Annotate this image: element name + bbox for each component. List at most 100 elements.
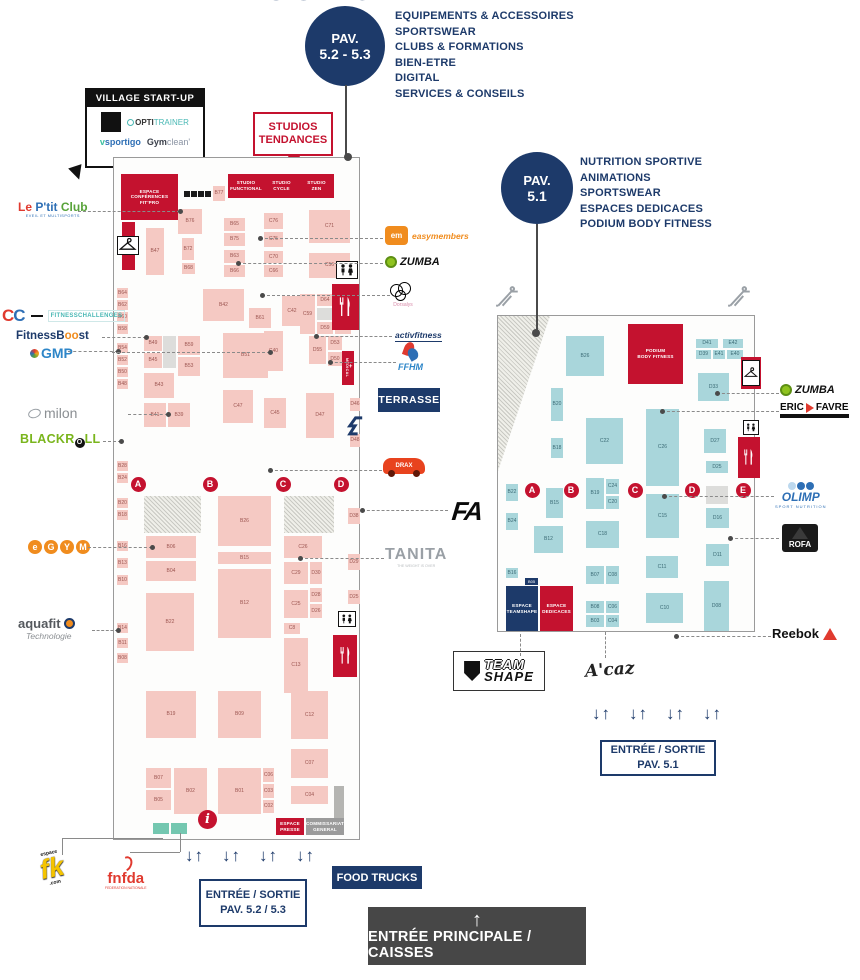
reebok-logo: Reebok [772,626,837,641]
booth-e42: E42 [723,339,743,348]
booth-b52: B52 [117,355,128,365]
booth-label: B26 [240,517,249,524]
sportigo-logo: vsportigo [99,137,141,147]
booth-label: C20 [607,499,618,505]
leader-line [128,414,168,415]
booth-b12: B12 [218,569,271,638]
booth-label: C06 [263,771,274,778]
leader-line [664,496,774,497]
booth-c06: C06 [606,601,619,613]
line-end-dot [165,411,171,417]
booth-label: D48 [350,437,360,443]
booth-label: C07 [304,760,315,766]
block-label: DEDICACES [542,608,571,614]
booth-label: B19 [590,490,600,496]
booth-label: D11 [713,551,722,558]
category-label: SPORTSWEAR [580,187,661,199]
block-label: PODIUM [645,348,666,354]
gmp-icon [30,348,39,358]
aisle-letter-B: B [202,476,218,492]
pav-badge-line2: 5.2 - 5.3 [319,45,371,62]
booth-label: C02 [263,803,274,809]
block-label: STUDIO [307,180,326,186]
booth-label: C03 [263,787,274,794]
pav-badge-line1: PAV. [331,30,359,46]
aisle-letter-E: E [735,482,751,498]
aquafit-icon [63,618,75,629]
leader-line [536,224,538,333]
booth [184,191,190,197]
page-title: PLAN DETAILLE DU SALON [16,0,416,9]
booth-label: B54 [118,344,127,351]
booth-b15: B15 [218,552,271,564]
booth-label: B22 [507,489,517,495]
booth-label: C56 [324,262,335,268]
booth [706,486,728,504]
block-label: FIT'PRO [139,199,160,205]
booth-d48: D48 [350,434,360,447]
booth-label: C24 [607,483,618,489]
entrance-arrows-icon: ↓↑ [296,846,315,865]
line-end-dot [115,348,121,354]
hanger-icon [117,236,139,255]
zumba-ball-icon [385,256,397,268]
booth-label: B20 [552,401,562,407]
booth-b42: B42 [203,289,244,321]
booth-d11: D11 [706,544,729,566]
booth-label: C42 [287,307,297,314]
booth-b04: B04 [146,561,196,581]
booth-label: B09 [235,711,244,717]
booth-b01: B01 [218,768,261,814]
booth-c75: C75 [264,232,283,247]
booth [153,823,169,834]
eric-favre-arrow-icon [805,402,814,413]
booth-d39: D39 [696,350,711,359]
booth-label: C70 [268,253,279,260]
milon-ring-icon [26,406,43,420]
booth-label: E41 [714,351,724,357]
booth-label: B63 [230,253,239,259]
entrance-arrows-icon: ↓↑ [629,704,648,723]
pav-5-2-5-3-badge: PAV. 5.2 - 5.3 [305,6,385,86]
booth-label: D25 [712,463,722,470]
block-label: ESPACE [280,820,300,826]
aisle-letter-A: A [130,476,146,492]
block-label: CYCLE [273,186,290,191]
entrance-pav-5-1: ENTRÉE / SORTIE PAV. 5.1 [600,740,716,776]
ffhm-logo: FFHM [398,340,423,372]
hatched-area [284,496,334,533]
booth-b16: B16 [506,568,518,578]
booth-label: B08 [118,654,127,661]
wc-icon [743,420,759,435]
line-end-dot [327,359,333,365]
block-label: ESPACE [546,602,567,608]
leader-line [362,510,448,511]
booth-c42: C42 [282,296,302,326]
category-label: NUTRITION SPORTIVE [580,156,703,168]
booth-label: C22 [599,437,610,444]
booth-c29: C29 [284,562,308,584]
fa-logo: FA [450,496,483,526]
booth-d16: D16 [706,508,729,528]
studios-tendances-bubble: STUDIOS TENDANCES [253,112,333,156]
hanger2-icon [741,357,761,389]
block-label: MEDICAL [344,358,349,378]
booth-d27: D27 [704,429,726,453]
connector-dot [532,329,540,337]
booth-label: B52 [118,356,127,363]
booth-b12: B12 [534,526,563,553]
food-icon [738,437,760,478]
egym-letter: G [44,540,58,554]
booth-b16: B16 [117,541,128,551]
drax-car-logo: DRAX [383,458,425,477]
stairs-icon [347,415,363,439]
booth-d64: D64 [317,294,333,306]
booth-label: B68 [184,265,193,271]
leader-line [330,362,396,363]
booth-b53: B53 [178,357,200,376]
line-end-dot [235,260,241,266]
